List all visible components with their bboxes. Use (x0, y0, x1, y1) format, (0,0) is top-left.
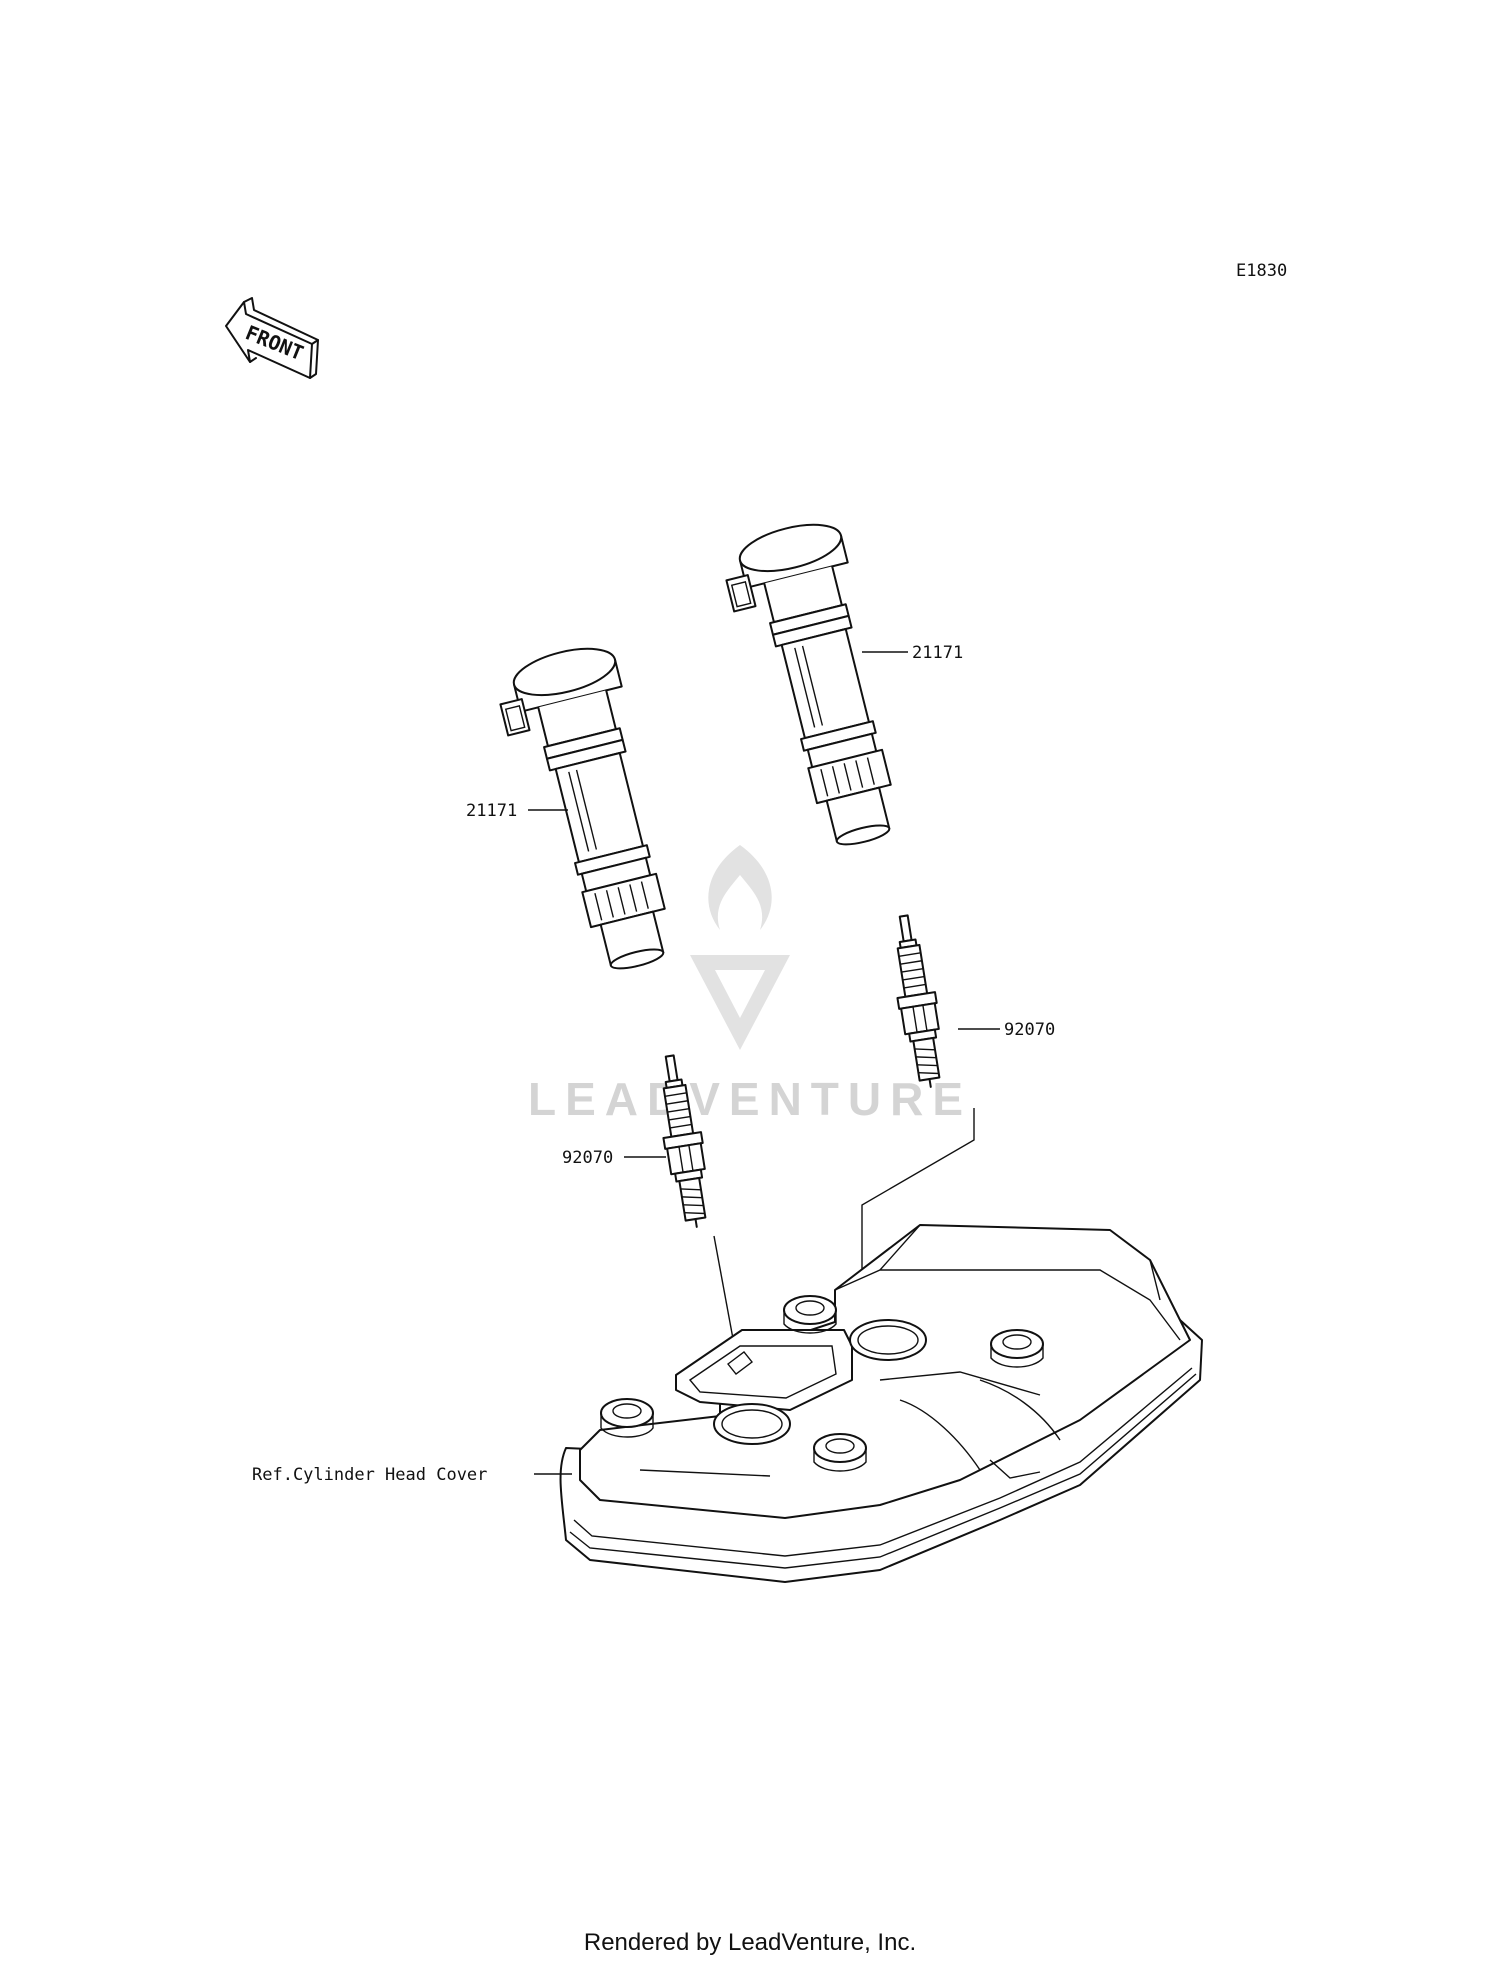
spark-plug-left (662, 1054, 707, 1228)
callout-reference: Ref.Cylinder Head Cover (252, 1465, 572, 1485)
callout-plug-left: 92070 (562, 1148, 666, 1168)
diagram-id: E1830 (1236, 261, 1287, 281)
part-number-label: 21171 (466, 801, 517, 821)
part-number-label: 92070 (562, 1148, 613, 1168)
watermark-flame-icon (708, 845, 772, 930)
callout-coil-right: 21171 (862, 643, 963, 663)
part-number-label: 21171 (912, 643, 963, 663)
watermark-text: LEADVENTURE (528, 1073, 972, 1125)
ignition-coil-left (499, 647, 666, 970)
cylinder-head-cover (559, 1224, 1203, 1583)
reference-label: Ref.Cylinder Head Cover (252, 1465, 487, 1485)
plug-hole-left (713, 1403, 791, 1445)
callout-plug-right: 92070 (958, 1020, 1055, 1040)
callout-coil-left: 21171 (466, 801, 568, 821)
spark-plug-right (896, 914, 941, 1088)
watermark: LEADVENTURE (528, 845, 972, 1125)
ignition-coil-right (725, 523, 892, 846)
plug-hole-right (849, 1319, 927, 1361)
watermark-v-icon (690, 955, 790, 1050)
footer-credit: Rendered by LeadVenture, Inc. (584, 1929, 916, 1956)
front-arrow-icon: FRONT (225, 297, 319, 379)
part-number-label: 92070 (1004, 1020, 1055, 1040)
